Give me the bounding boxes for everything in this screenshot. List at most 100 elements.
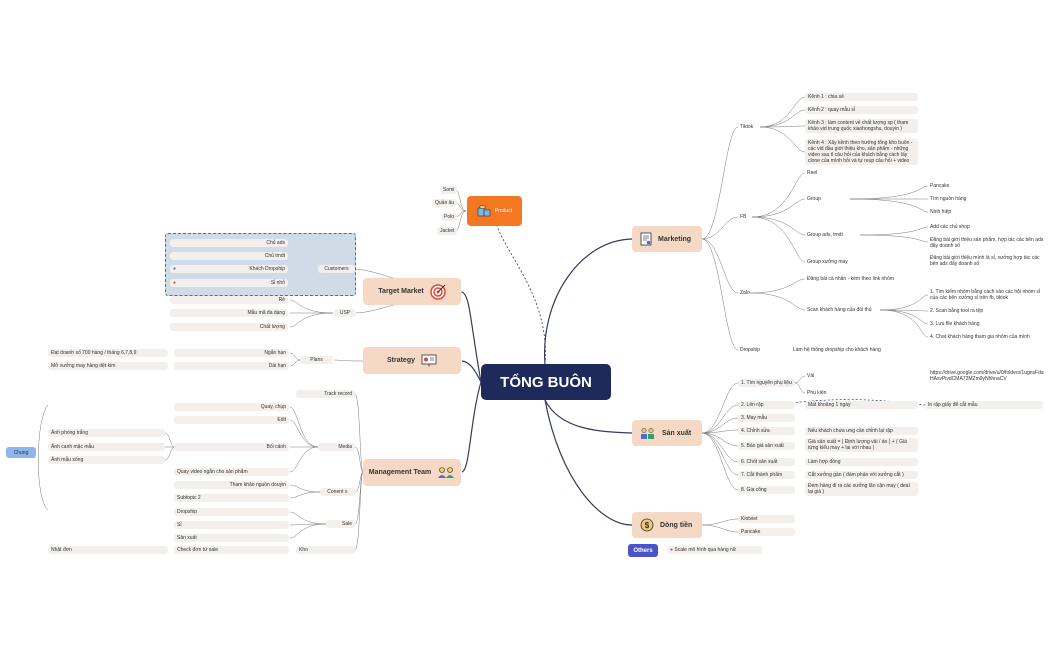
tiktok-item[interactable]: Kênh 2 : quay mẫu sỉ [805, 106, 918, 114]
short-term-node[interactable]: Ngắn hạn [174, 349, 289, 357]
media-node[interactable]: Media [318, 443, 355, 451]
kho-node[interactable]: Kho [296, 546, 355, 554]
usp-node[interactable]: USP [334, 309, 356, 317]
zalo-step[interactable]: 3. Lưu file khách hàng [930, 321, 980, 327]
content-item[interactable]: Subtopic 2 [174, 494, 289, 502]
fb-reel[interactable]: Reel [807, 170, 818, 176]
production-step[interactable]: 5. Báo giá sản xuất [738, 442, 795, 450]
fb-group-ads-item[interactable]: Add các chủ shop [930, 224, 970, 230]
track-record-node[interactable]: Track record [296, 390, 355, 398]
branch-strategy[interactable]: Strategy [363, 347, 461, 374]
sale-item[interactable]: Sỉ [174, 521, 289, 529]
production-step[interactable]: 8. Gia công [738, 486, 795, 494]
fb-group-xuong-item[interactable]: Đăng bài giới thiệu mình là sỉ, xưởng hợ… [930, 255, 1040, 267]
production-step[interactable]: 4. Chỉnh sửa [738, 427, 795, 435]
customer-item[interactable]: ●Khách Dropship [170, 265, 288, 273]
branch-production[interactable]: Sản xuất [632, 420, 702, 446]
kho-item[interactable]: Check đơn từ sale [174, 546, 289, 554]
cashflow-item[interactable]: Pancake [738, 528, 795, 536]
tiktok-item[interactable]: Kênh 3 : làm content về chất lượng sp ( … [805, 119, 918, 133]
production-step[interactable]: 1. Tìm nguyên phụ liệu [738, 379, 795, 387]
kho-sub-item[interactable]: Nhặt đơn [48, 546, 168, 554]
zalo-step[interactable]: 2. Scan bằng tool ra tệp [930, 308, 984, 314]
zalo-scan[interactable]: Scan khách hàng của đối thủ [807, 307, 872, 313]
production-item[interactable]: Nếu khách chưa ưng cần chỉnh lại rập [805, 427, 918, 435]
others-node[interactable]: Others [628, 544, 658, 557]
boi-canh-item[interactable]: Ảnh canh mặc mẫu [48, 443, 165, 451]
plans-node[interactable]: Plans [300, 356, 333, 364]
fb-group-item[interactable]: Tìm nguồn hàng [930, 196, 967, 202]
usp-item[interactable]: Rẻ [170, 296, 288, 304]
alert-icon: ● [173, 280, 177, 286]
sale-item[interactable]: Dropship [174, 508, 289, 516]
production-item[interactable]: Đem hàng đi ra các xưởng lân cận may ( d… [805, 482, 918, 496]
dropship-item[interactable]: Làm hệ thống dropship cho khách hàng [793, 347, 881, 353]
production-item[interactable]: Giá sản xuất = ( Định lượng vải / áo ) +… [805, 438, 918, 452]
production-item[interactable]: Mất khoảng 1 ngày [805, 401, 918, 409]
branch-target-market[interactable]: Target Market [363, 278, 461, 305]
cashflow-item[interactable]: Kiotviet [738, 515, 795, 523]
long-term-goal[interactable]: Mở xưởng may hàng dệt kim [48, 362, 168, 370]
production-step[interactable]: 7. Cắt thành phẩm [738, 471, 795, 479]
usp-item[interactable]: Mẫu mã đa dạng [170, 309, 288, 317]
fb-group-xuong[interactable]: Group xưởng may [807, 259, 848, 265]
zalo-step[interactable]: 1. Tìm kiếm nhóm bằng cách vào các hội n… [930, 289, 1040, 301]
fb-group[interactable]: Group [807, 196, 821, 202]
fb-group-item[interactable]: Ninh hiệp [930, 209, 952, 215]
branch-cashflow[interactable]: $ Dòng tiền [632, 512, 702, 538]
branch-management-team[interactable]: Management Team [363, 459, 461, 486]
customer-item[interactable]: Chủ ads [170, 239, 288, 247]
boi-canh-item[interactable]: Ảnh mẫu sống [48, 456, 165, 464]
long-term-node[interactable]: Dài hạn [174, 362, 289, 370]
production-step[interactable]: 2. Lên rập [738, 401, 795, 409]
zalo-step[interactable]: 4. Chat khách hàng tham gia nhóm của mìn… [930, 334, 1030, 340]
content-item[interactable]: Tham khảo nguồn douyin [174, 481, 289, 489]
workers-icon [641, 427, 654, 439]
boi-canh-item[interactable]: Ảnh phòng trắng [48, 429, 165, 437]
zalo-node[interactable]: Zalo [740, 290, 750, 296]
sale-item[interactable]: Sản xuất [174, 534, 289, 542]
product-item[interactable]: Jacket [437, 227, 458, 235]
media-item-boi-canh[interactable]: Bối cảnh [174, 443, 289, 451]
fb-node[interactable]: FB [740, 214, 747, 220]
media-item[interactable]: Edit [174, 416, 289, 424]
production-extra[interactable]: In rập giấy để cắt mẫu [925, 401, 1043, 409]
product-item[interactable]: Quần âu [432, 199, 458, 207]
content-node[interactable]: Conent ≡ [320, 488, 355, 496]
production-item[interactable]: Làm hợp đồng [805, 458, 918, 466]
customer-item[interactable]: ●Sỉ nhỏ [170, 279, 288, 287]
sale-node[interactable]: Sale [326, 520, 355, 528]
tiktok-item[interactable]: Kênh 1 : chia sẻ [805, 93, 918, 101]
central-topic[interactable]: TỔNG BUÔN [481, 364, 611, 400]
chung-node[interactable]: Chung [6, 447, 36, 458]
media-item[interactable]: Quay video ngắn cho sản phẩm [174, 468, 289, 476]
production-item[interactable]: Phụ kiện [807, 390, 827, 396]
production-step[interactable]: 6. Chốt sản xuất [738, 458, 795, 466]
production-step[interactable]: 3. May mẫu [738, 414, 795, 422]
product-item[interactable]: Somi [440, 186, 458, 194]
product-node[interactable]: Product [467, 196, 522, 226]
product-label: Product [494, 208, 513, 214]
customer-item[interactable]: Chủ tmdt [170, 252, 288, 260]
short-term-goal[interactable]: Đạt doanh số 700 hàng / tháng 6,7,8,9 [48, 349, 168, 357]
fb-group-ads-item[interactable]: Đăng bài giới thiệu sản phẩm, hợp tác cá… [930, 237, 1044, 249]
customers-node[interactable]: Customers [318, 265, 355, 273]
dropship-node[interactable]: Dropship [740, 347, 761, 353]
branch-marketing[interactable]: Marketing [632, 226, 702, 252]
usp-item[interactable]: Chất lượng [170, 323, 288, 331]
tiktok-node[interactable]: Tiktok [740, 124, 754, 130]
target-icon [429, 283, 446, 300]
document-icon [640, 232, 652, 246]
boxes-icon [477, 205, 491, 217]
others-item[interactable]: ● Scale mô hình qua hàng nữ [667, 546, 762, 554]
tiktok-item[interactable]: Kênh 4 : Xây kênh theo hướng tổng kho bu… [805, 139, 918, 165]
production-item[interactable]: Vải [807, 373, 815, 379]
product-item[interactable]: Polo [441, 213, 458, 221]
fb-group-item[interactable]: Pancake [930, 183, 950, 189]
fb-group-ads[interactable]: Group ads, tmdt [807, 232, 843, 238]
production-item[interactable]: Cắt xưởng gần ( đám phán với xưởng cắt ) [805, 471, 918, 479]
media-item[interactable]: Quay, chụp [174, 403, 289, 411]
zalo-post[interactable]: Đăng bài cá nhân - kèm theo link nhóm [807, 276, 894, 282]
fabric-link[interactable]: https://drive.google.com/drive/u/0/folde… [930, 370, 1044, 382]
collapse-icon: ≡ [344, 489, 348, 495]
